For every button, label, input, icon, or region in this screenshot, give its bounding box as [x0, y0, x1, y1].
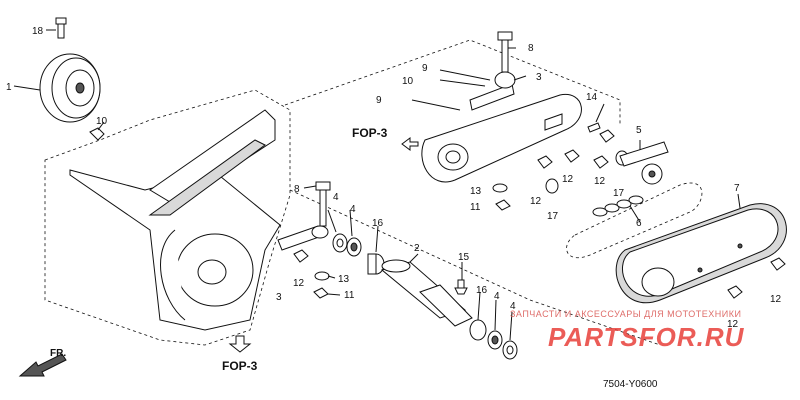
callout-7: 7	[734, 183, 740, 194]
callout-1: 1	[6, 82, 12, 93]
bracket-left	[277, 181, 331, 251]
callout-14: 14	[586, 92, 598, 103]
watermark-subtitle: ЗАПЧАСТИ И АКСЕССУАРЫ ДЛЯ МОТОТЕХНИКИ	[510, 309, 741, 319]
callout-13-right: 13	[470, 186, 482, 197]
front-direction: FR.	[18, 348, 67, 377]
washer-4-right-b	[502, 340, 518, 360]
callout-4-left-a: 4	[333, 192, 339, 203]
bolt-10-upper	[439, 79, 486, 87]
callout-12-chain-a: 12	[562, 174, 574, 185]
watermark: ЗАПЧАСТИ И АКСЕССУАРЫ ДЛЯ МОТОТЕХНИКИ PA…	[510, 309, 745, 352]
callout-15: 15	[458, 252, 470, 263]
callout-18: 18	[32, 26, 44, 37]
key-14	[587, 122, 601, 133]
front-arrow-icon	[18, 353, 67, 377]
washer-13-left	[314, 271, 330, 281]
nut-11-left	[313, 287, 329, 299]
callout-11-left: 11	[344, 290, 355, 301]
collar-17	[545, 150, 629, 194]
arrow-icon-fop-bottom	[228, 335, 252, 353]
callout-9-upper: 9	[422, 63, 428, 74]
washer-4-right-a	[487, 330, 503, 350]
callout-16-left: 16	[372, 218, 384, 229]
chain-case-inner	[421, 93, 582, 183]
callout-17-upper: 17	[613, 188, 625, 199]
callout-8-right: 8	[528, 43, 534, 54]
callout-5: 5	[636, 125, 642, 136]
callout-4-right-b: 4	[510, 301, 516, 312]
fop-ref-bottom: FOP-3	[222, 335, 258, 373]
callout-2: 2	[414, 243, 420, 254]
washer-4-left-b	[346, 237, 362, 257]
callout-11-right: 11	[470, 202, 481, 213]
callout-13-left: 13	[338, 274, 350, 285]
callout-3-right: 3	[536, 72, 542, 83]
callout-16-right: 16	[476, 285, 488, 296]
callout-12-left: 12	[293, 278, 305, 289]
callout-12-cover-a: 12	[770, 294, 782, 305]
nut-12-left	[293, 249, 309, 263]
fop-label-bottom: FOP-3	[222, 359, 258, 373]
leader-lines	[13, 29, 741, 341]
diagram-code: 7504-Y0600	[603, 379, 658, 390]
bushing-16-left	[367, 253, 385, 275]
assembly-outline-left	[44, 39, 661, 346]
bracket-right	[469, 31, 516, 111]
bolt-9-upper	[439, 69, 491, 81]
bolt-9-lower	[411, 99, 461, 111]
nuts-12-chain-case	[537, 129, 615, 169]
arrow-icon-fop-top	[401, 137, 419, 151]
callout-17-lower: 17	[547, 211, 559, 222]
washer-4-left-a	[332, 233, 348, 253]
washer-13-right	[492, 183, 508, 193]
sprocket-shaft-5	[619, 141, 669, 185]
frame-housing	[69, 109, 281, 331]
fop-label-top: FOP-3	[352, 126, 388, 140]
bushing-16-right	[469, 319, 487, 341]
callout-6: 6	[636, 218, 642, 229]
bolt-10-left	[89, 127, 105, 141]
callout-12-chain-c: 12	[530, 196, 542, 207]
nut-11-right	[495, 199, 511, 211]
callout-4-right-a: 4	[494, 291, 500, 302]
chain-guide-ghost	[566, 182, 703, 259]
nuts-12-cover	[727, 257, 786, 299]
chain-case-cover	[615, 203, 787, 304]
watermark-title: PARTSFOR.RU	[548, 322, 745, 352]
front-label: FR.	[50, 348, 66, 359]
callout-4-left-b: 4	[350, 204, 356, 215]
shaft-pipe	[380, 259, 473, 327]
callout-labels: 1 18 10 8 4 4 16 2 15 16 4 4 12 3 13 11 …	[6, 26, 782, 330]
grease-fitting-15	[454, 279, 468, 295]
chain-6	[592, 195, 644, 217]
bolt-18	[55, 17, 67, 39]
fop-ref-top: FOP-3	[352, 126, 419, 151]
callout-8-left: 8	[294, 184, 300, 195]
callout-10-left: 10	[96, 116, 108, 127]
callout-9-lower: 9	[376, 95, 382, 106]
callout-10-upper: 10	[402, 76, 414, 87]
pulley	[39, 53, 101, 123]
callout-12-chain-b: 12	[594, 176, 606, 187]
callout-3-left: 3	[276, 292, 282, 303]
callout-12-cover-b: 12	[727, 319, 739, 330]
